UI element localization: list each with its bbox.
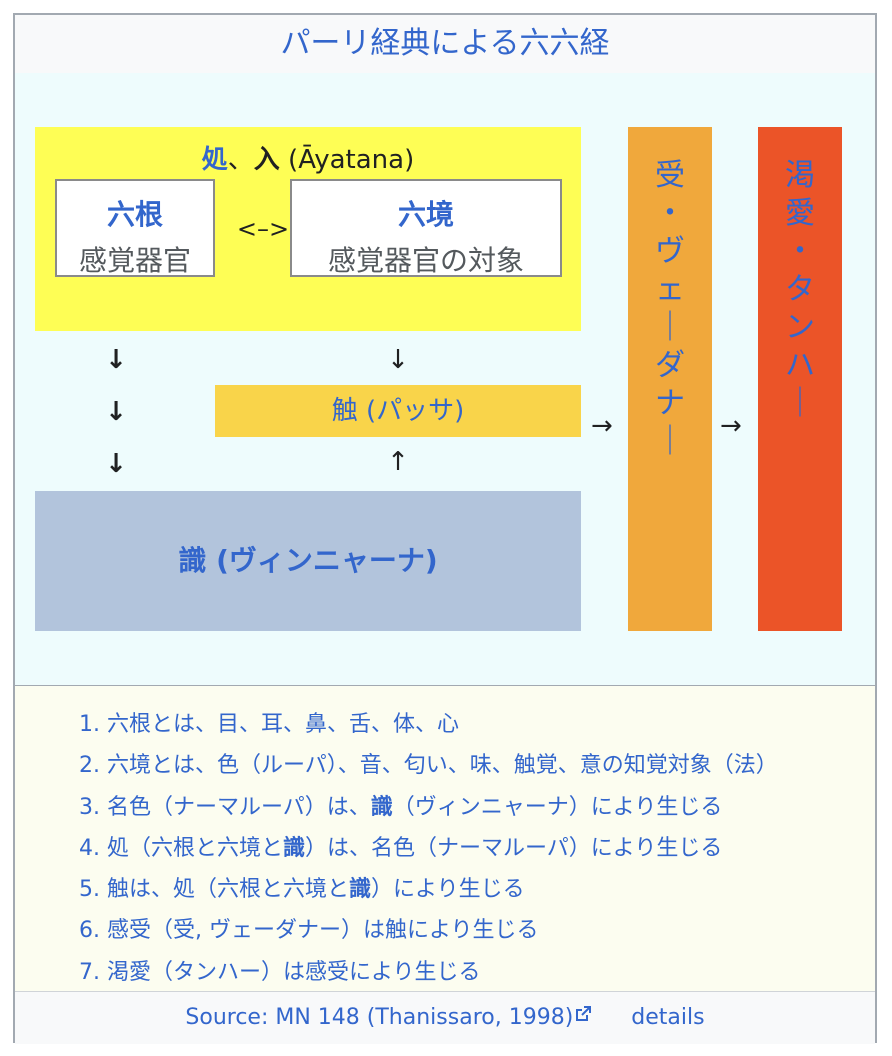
note-item: 3. 名色（ナーマルーパ）は、識（ヴィンニャーナ）により生じる: [79, 787, 778, 828]
tanha-char: タ: [785, 272, 815, 307]
down-arrow-to-sparsa: ↓: [387, 345, 409, 375]
bidirectional-link: <–>: [236, 215, 290, 243]
note-post: ）は、名色（ナーマルーパ）により生じる: [305, 835, 723, 861]
sparsa-box: 触 (パッサ): [215, 385, 581, 437]
vedana-column: 受・ヴェ｜ダナ｜: [628, 127, 712, 631]
note-pre: 六根とは、目、耳、鼻、舌、体、心: [106, 712, 459, 737]
note-num: 3.: [79, 794, 107, 820]
tanha-char: ｜: [785, 386, 815, 421]
ayatana-title-sho: 処: [201, 145, 228, 175]
details-link[interactable]: details: [631, 1005, 705, 1030]
tanha-char: ン: [785, 310, 815, 345]
vedana-char: ｜: [655, 424, 685, 459]
vedana-char: 受: [655, 158, 685, 193]
ayatana-box: 処、入 (Āyatana) 六根 感覚器官 <–> 六境 感覚器官の対象: [35, 127, 581, 331]
ayatana-title: 処、入 (Āyatana): [35, 139, 581, 176]
vedana-char: ェ: [655, 272, 685, 307]
visaya-sub: 感覚器官の対象: [327, 244, 524, 277]
visaya-label: 六境: [397, 198, 454, 231]
figure-frame: パーリ経典による六六経 処、入 (Āyatana) 六根 感覚器官 <–> 六境…: [13, 13, 877, 1044]
note-pre: 名色（ナーマルーパ）は、: [106, 794, 371, 820]
tanha-char: ・: [785, 234, 815, 269]
ayatana-title-pali: (Āyatana): [279, 145, 415, 175]
down-arrow-2: ↓: [105, 397, 127, 427]
note-num: 7.: [79, 959, 107, 985]
note-pre: 処（六根と六境と: [106, 835, 283, 861]
note-item: 5. 触は、処（六根と六境と識）により生じる: [79, 869, 778, 910]
note-num: 4.: [79, 835, 107, 861]
ayatana-title-sep: 、: [227, 145, 254, 175]
source-link[interactable]: Source: MN 148 (Thanissaro, 1998): [185, 1005, 574, 1030]
note-item: 6. 感受（受, ヴェーダナー）は触により生じる: [79, 910, 778, 951]
note-item: 4. 処（六根と六境と識）は、名色（ナーマルーパ）により生じる: [79, 828, 778, 869]
note-post: （ヴィンニャーナ）により生じる: [392, 794, 723, 820]
note-pre: 六境とは、色（ルーパ）、音、匂い、味、触覚、意の知覚対象（法）: [106, 753, 778, 779]
down-arrow-1: ↓: [105, 345, 127, 375]
right-arrow-to-tanha: →: [720, 411, 742, 441]
source-bar: Source: MN 148 (Thanissaro, 1998) details: [15, 991, 875, 1044]
tanha-char: 愛: [785, 196, 815, 231]
down-arrow-3: ↓: [105, 449, 127, 479]
vedana-char: ｜: [655, 310, 685, 345]
note-num: 5.: [79, 877, 107, 903]
tanha-char: 渇: [785, 158, 815, 193]
external-link-icon: [576, 1006, 592, 1021]
up-arrow-to-sparsa: ↑: [387, 447, 409, 477]
tanha-char: ハ: [785, 348, 815, 383]
ayatana-title-nyu: 入: [253, 145, 280, 175]
figure-title: パーリ経典による六六経: [15, 15, 875, 74]
note-num: 2.: [79, 753, 107, 779]
note-pre: 渇愛（タンハー）は感受により生じる: [106, 959, 481, 985]
note-pre: 触は、処（六根と六境と: [106, 877, 349, 903]
note-num: 6.: [79, 918, 107, 944]
note-item: 7. 渇愛（タンハー）は感受により生じる: [79, 952, 778, 993]
note-bold: 識: [283, 835, 306, 861]
note-bold: 識: [349, 877, 372, 903]
visaya-box: 六境 感覚器官の対象: [290, 179, 562, 277]
vedana-char: ・: [655, 196, 685, 231]
note-pre: 感受（受, ヴェーダナー）は触により生じる: [106, 918, 539, 944]
indriya-sub: 感覚器官: [78, 244, 191, 277]
note-num: 1.: [79, 712, 107, 737]
vinnana-box: 識 (ヴィンニャーナ): [35, 491, 581, 631]
vedana-char: ナ: [655, 386, 685, 421]
indriya-box: 六根 感覚器官: [55, 179, 215, 277]
note-post: ）により生じる: [371, 877, 525, 903]
vedana-char: ヴ: [655, 234, 685, 269]
tanha-column: 渇愛・タンハ｜: [758, 127, 842, 631]
note-item: 2. 六境とは、色（ルーパ）、音、匂い、味、触覚、意の知覚対象（法）: [79, 745, 778, 786]
indriya-label: 六根: [106, 198, 163, 231]
diagram-area: 処、入 (Āyatana) 六根 感覚器官 <–> 六境 感覚器官の対象 ↓ ↓…: [15, 73, 875, 686]
right-arrow-to-vedana: →: [591, 411, 613, 441]
note-item: 1. 六根とは、目、耳、鼻、舌、体、心: [79, 704, 778, 745]
vedana-char: ダ: [655, 348, 685, 383]
note-bold: 識: [370, 794, 393, 820]
